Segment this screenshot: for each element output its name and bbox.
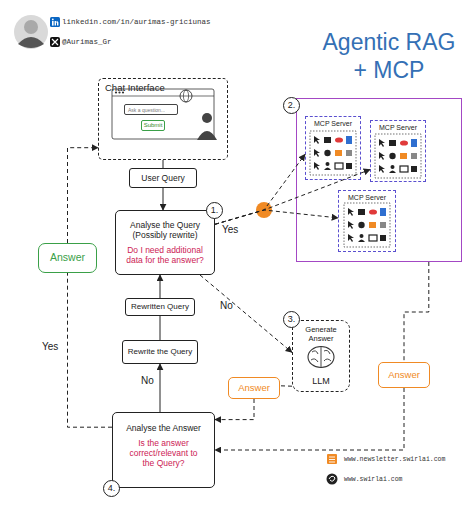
box-title: Chat Interface (105, 82, 165, 93)
connector (215, 399, 254, 420)
newsletter-icon (329, 457, 335, 462)
globe-icon (180, 96, 192, 97)
callout-number: 4. (103, 480, 120, 497)
mcp-tool-icons (375, 134, 421, 178)
linkedin-icon (52, 21, 54, 26)
connector (68, 273, 113, 427)
question-text: Do I need additional data for the answer… (121, 245, 209, 265)
connector (200, 275, 292, 352)
avatar-photo (14, 15, 48, 49)
browser-dot (118, 91, 120, 93)
process-box: Rewrite the Query (122, 340, 198, 364)
box-text: Analyse the Answer (117, 423, 210, 433)
edge-label: No (141, 375, 154, 387)
box-title: MCP Server (371, 123, 425, 132)
connector (163, 160, 164, 168)
callout-number: 1. (206, 202, 223, 219)
edge-label: No (220, 300, 233, 312)
process-box: 1.Analyse the Query (Possibly rewrite)Do… (115, 210, 215, 275)
swirl-logo (327, 474, 338, 485)
brain-icon (311, 347, 331, 367)
linkedin-icon (50, 17, 60, 27)
profile-link: linkedin.com/in/aurimas-griciunas (62, 18, 211, 27)
box-text: Analyse the Query (Possibly rewrite) (120, 220, 210, 240)
answer-box: Answer (378, 362, 430, 388)
connector (404, 262, 429, 362)
mcp-server-box: MCP Server (305, 116, 361, 180)
question-text: Is the answer correct/relevant to the Qu… (125, 438, 202, 468)
box-text: Answer (39, 244, 96, 271)
connector (68, 148, 99, 243)
mcp-group: 2.MCP ServerMCP ServerMCP Server (296, 98, 462, 262)
brain-icon (308, 347, 334, 368)
box-text: Generate Answer (299, 325, 343, 343)
person-icon (197, 131, 217, 140)
callout-number: 3. (283, 311, 300, 328)
website-link: www.swirlai.com (344, 475, 403, 484)
connector (160, 316, 161, 340)
process-box: Rewritten Query (125, 298, 195, 316)
answer-box: Answer (228, 377, 280, 399)
box-text: Answer (379, 363, 429, 386)
diagram-title: Agentic RAG + MCP (316, 28, 462, 84)
avatar-head (24, 20, 38, 34)
mcp-tool-icons (310, 131, 356, 175)
browser-window (112, 89, 214, 139)
placeholder-text: Ask a question... (125, 105, 177, 113)
person-icon (202, 113, 212, 123)
x-icon (52, 39, 58, 45)
connector (280, 385, 292, 386)
edge-label: Yes (222, 224, 238, 236)
box-title: MCP Server (339, 193, 395, 202)
connector (160, 364, 161, 412)
chat-interface-box: Chat InterfaceAsk a question... Submit (98, 78, 228, 160)
globe-icon (183, 90, 188, 102)
connector (215, 170, 370, 225)
x-icon (50, 37, 60, 47)
website-link: www.newsletter.swirlai.com (344, 455, 445, 464)
edge-label: Yes (42, 341, 58, 353)
callout-number: 2. (283, 97, 300, 114)
box-title: MCP Server (306, 119, 360, 128)
mcp-server-box: MCP Server (370, 120, 426, 182)
answer-box: Answer (38, 243, 97, 273)
linkedin-icon (52, 19, 54, 21)
box-text: Answer (229, 378, 279, 397)
browser-dot (122, 91, 124, 93)
llm-box: 3.Generate AnswerLLM (292, 320, 350, 392)
connector (215, 388, 404, 450)
browser-bar (112, 96, 214, 97)
mcp-server-box: MCP Server (338, 190, 396, 252)
model-text: LLM (293, 376, 349, 386)
box-text: User Query (130, 169, 196, 187)
process-box: 4.Analyse the AnswerIs the answer correc… (112, 412, 215, 488)
browser-dot (115, 91, 117, 93)
swirl-logo (329, 476, 335, 481)
connector (215, 154, 305, 224)
connector (163, 188, 164, 210)
newsletter-icon (327, 454, 337, 464)
mcp-tool-icons (344, 203, 390, 247)
box-text: Rewrite the Query (123, 341, 197, 363)
button-text: Submit (142, 121, 164, 130)
process-box: User Query (129, 168, 197, 188)
split-dot (256, 202, 272, 218)
box-text: Rewritten Query (126, 299, 194, 315)
profile-handle: @Aurimas_Gr (62, 38, 112, 47)
connector (215, 210, 338, 224)
avatar-body (18, 37, 44, 48)
globe-icon (180, 90, 192, 102)
submit-button: Submit (141, 120, 165, 131)
connector (160, 275, 161, 298)
linkedin-icon (55, 21, 59, 26)
input-field: Ask a question... (124, 104, 178, 115)
